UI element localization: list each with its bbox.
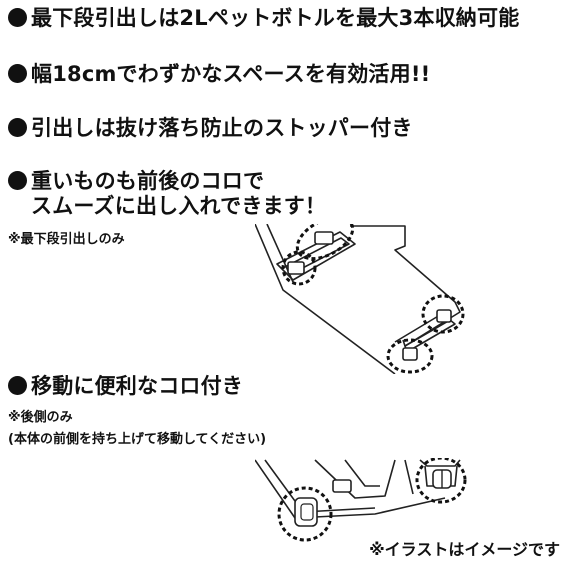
caster-wheel-icon (432, 469, 452, 489)
dashed-circle-icon (421, 294, 465, 334)
dashed-circle-icon (386, 338, 434, 374)
bullet-icon (8, 376, 27, 395)
dashed-circle-icon (281, 250, 317, 286)
feature-text: 移動に便利なコロ付き (31, 374, 243, 398)
note-back-only: ※後側のみ (8, 410, 73, 425)
roller-icon (332, 479, 352, 493)
feature-text-continued: スムーズに出し入れできます！ (31, 194, 327, 219)
drawer-roller-illustration (255, 224, 465, 374)
roller-icon (287, 231, 334, 275)
feature-text: 引出しは抜け落ち防止のストッパー付き (31, 116, 413, 140)
feature-text: 最下段引出しは2Lペットボトルを最大3本収納可能 (31, 6, 520, 30)
note-drawer-only: ※最下段引出しのみ (8, 232, 125, 247)
roller-icon (402, 309, 452, 361)
note-lift-front: (本体の前側を持ち上げて移動してください) (8, 432, 267, 447)
bullet-icon (8, 64, 27, 83)
dashed-circle-icon (415, 458, 467, 504)
feature-casters: 移動に便利なコロ付き (8, 374, 243, 399)
bullet-icon (8, 8, 27, 27)
feature-text: 重いものも前後のコロで (31, 169, 265, 193)
feature-slim-width: 幅18cmでわずかなスペースを有効活用!! (8, 62, 430, 87)
illustration-disclaimer: ※イラストはイメージです (369, 540, 560, 559)
caster-illustration (255, 458, 467, 542)
feature-text: 幅18cmでわずかなスペースを有効活用!! (31, 62, 431, 86)
dashed-circle-icon (295, 224, 355, 261)
bullet-icon (8, 171, 27, 190)
bullet-icon (8, 118, 27, 137)
caster-wheel-icon (294, 497, 318, 527)
feature-rollers: 重いものも前後のコロで スムーズに出し入れできます！ (8, 169, 326, 219)
feature-bottle-capacity: 最下段引出しは2Lペットボトルを最大3本収納可能 (8, 6, 519, 31)
feature-stopper: 引出しは抜け落ち防止のストッパー付き (8, 116, 413, 141)
dashed-circle-icon (277, 486, 333, 542)
